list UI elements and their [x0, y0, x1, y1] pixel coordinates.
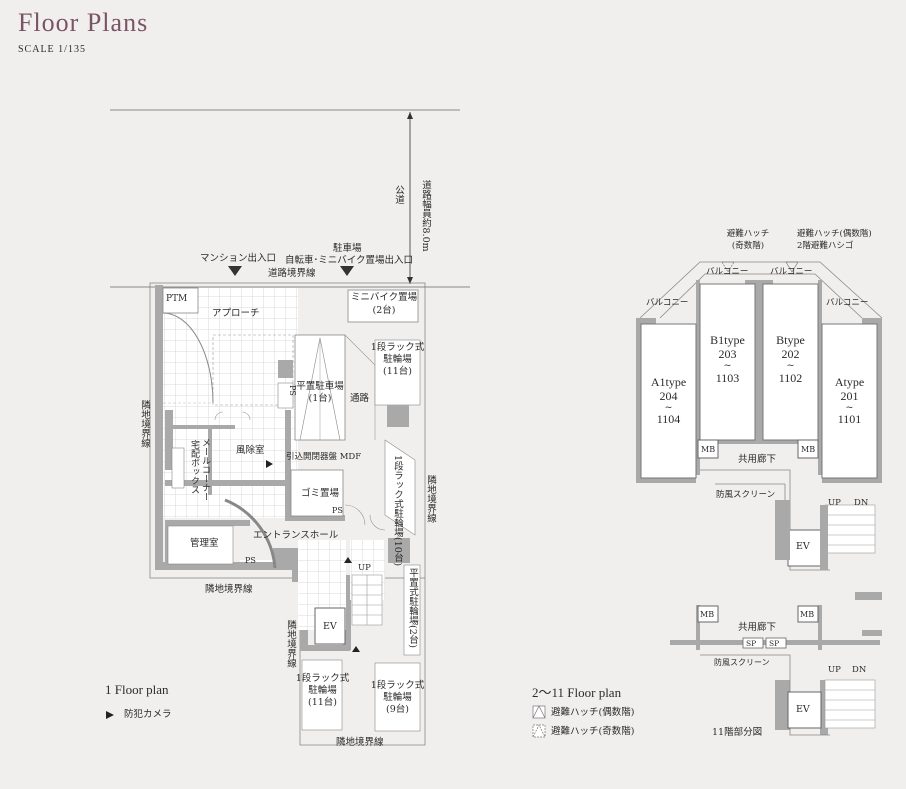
legend-odd-label: 避難ハッチ(奇数階) — [551, 726, 635, 737]
ev-label-2f: EV — [796, 541, 810, 552]
scale-label: SCALE 1/135 — [18, 44, 86, 55]
flat-bike-label: 平置式駐輪場(2台) — [407, 568, 418, 648]
neighbor-lower-label: 隣地境界線 — [285, 620, 296, 668]
road-boundary-label: 道路境界線 — [268, 268, 316, 279]
balcony-label-1: バルコニー — [706, 267, 749, 277]
neighbor-left-label: 隣地境界線 — [139, 400, 150, 448]
ps1-label: PS — [288, 385, 297, 396]
legend-even-label: 避難ハッチ(偶数階) — [551, 707, 635, 718]
ps2-label: PS — [332, 506, 343, 515]
hatch-even-label-a: 避難ハッチ(偶数階) — [797, 229, 872, 239]
unit-room-b1-start: 203 — [718, 347, 737, 361]
rack1-label-c: (11台) — [382, 366, 412, 377]
unit-room-a1-start: 204 — [659, 389, 678, 403]
flat-parking-count: (1台) — [308, 393, 332, 404]
unit-type-a1: A1type — [650, 375, 687, 389]
rack1-label-b: 駐輪場 — [383, 354, 412, 365]
unit-type-a: Atype — [834, 375, 865, 389]
hatch-even-label-b: 2階避難ハシゴ — [797, 241, 854, 251]
mini-bike-count: (2台) — [372, 305, 396, 316]
unit-room-a-start: 201 — [840, 389, 859, 403]
wind-room-label: 風除室 — [236, 445, 265, 456]
unit-room-a1-end: 1104 — [656, 412, 681, 426]
road-width-label: 道路幅員約8.0m — [420, 180, 431, 252]
public-road-label: 公道 — [393, 185, 404, 204]
rack2-label-b: 駐輪場 — [308, 685, 337, 696]
parking-sub-label: 自転車･ミニバイク置場出入口 — [285, 255, 414, 266]
rack2-label-c: (11台) — [307, 697, 337, 708]
balcony-label-3: バルコニー — [646, 298, 689, 308]
mb-label-11f-left: MB — [700, 610, 715, 619]
ptm-label: PTM — [166, 294, 188, 304]
unit-type-b1: B1type — [710, 333, 745, 347]
unit-room-a1-sep: ~ — [664, 402, 673, 413]
dn-label-11f: DN — [852, 665, 867, 675]
screen-label: 防風スクリーン — [716, 490, 776, 500]
rack3-label-a: 1段ラック式 — [370, 680, 425, 691]
unit-type-b: Btype — [776, 333, 805, 347]
management-label: 管理室 — [190, 538, 219, 549]
corridor-label: 共用廊下 — [738, 454, 777, 465]
unit-room-b1-end: 1103 — [715, 371, 740, 385]
mini-bike-label: ミニバイク置場 — [350, 292, 418, 303]
plan11-caption: 11階部分図 — [712, 727, 763, 738]
ps3-label: PS — [245, 556, 256, 565]
plan2-title: 2〜11 Floor plan — [532, 685, 622, 700]
flat-parking-label: 平置駐車場 — [296, 381, 344, 392]
ev-label-11f: EV — [796, 704, 810, 715]
delivery-box-label: 宅配ボックス — [189, 440, 199, 494]
unit-room-a-end: 1101 — [837, 412, 862, 426]
balcony-label-2: バルコニー — [770, 267, 813, 277]
unit-room-b-sep: ~ — [786, 360, 795, 371]
entrance-hall-label: エントランスホール — [253, 530, 339, 541]
up-label-11f: UP — [828, 665, 841, 675]
rack3-label-c: (9台) — [386, 704, 409, 715]
mansion-entrance-label: マンション出入口 — [200, 253, 277, 264]
rack3-label-b: 駐輪場 — [383, 692, 412, 703]
unit-room-a-sep: ~ — [845, 402, 854, 413]
rack-v-label: 1段ラック式駐輪場(10台) — [392, 455, 403, 567]
neighbor-right-label: 隣地境界線 — [425, 475, 436, 523]
passage-label: 通路 — [350, 393, 370, 404]
garbage-label: ゴミ置場 — [301, 488, 340, 499]
mb-label-left: MB — [701, 445, 716, 454]
approach-label: アプローチ — [212, 308, 260, 319]
rack1-label-a: 1段ラック式 — [370, 342, 425, 353]
corridor-label-11f: 共用廊下 — [738, 622, 777, 633]
legend-camera-label: 防犯カメラ — [124, 709, 172, 720]
balcony-label-4: バルコニー — [826, 298, 869, 308]
site-boundary — [149, 282, 426, 579]
plan1-title: 1 Floor plan — [105, 682, 169, 697]
screen-label-11f: 防風スクリーン — [714, 658, 770, 667]
up-label-1f: UP — [358, 563, 371, 573]
hatch-odd-label-a: 避難ハッチ — [726, 229, 770, 239]
neighbor-mid-label: 隣地境界線 — [205, 584, 253, 595]
unit-room-b1-sep: ~ — [723, 360, 732, 371]
page-title: Floor Plans — [18, 8, 149, 37]
unit-room-b-start: 202 — [781, 347, 800, 361]
dn-label-2f: DN — [854, 498, 869, 508]
up-label-2f: UP — [828, 498, 841, 508]
neighbor-bottom-label: 隣地境界線 — [336, 737, 384, 748]
unit-room-b-end: 1102 — [778, 371, 803, 385]
mb-label-11f-right: MB — [800, 610, 815, 619]
mdf-label: 引込開閉器盤 MDF — [286, 452, 362, 462]
sp-label-2: SP — [769, 639, 780, 648]
hatch-odd-label-b: (奇数階) — [731, 241, 765, 251]
mb-label-right: MB — [801, 445, 816, 454]
mail-corner-label: メールコーナー — [200, 438, 210, 501]
parking-title-label: 駐車場 — [333, 243, 362, 254]
rack2-label-a: 1段ラック式 — [295, 673, 350, 684]
ev-label-1f: EV — [323, 621, 337, 632]
sp-label-1: SP — [746, 639, 757, 648]
